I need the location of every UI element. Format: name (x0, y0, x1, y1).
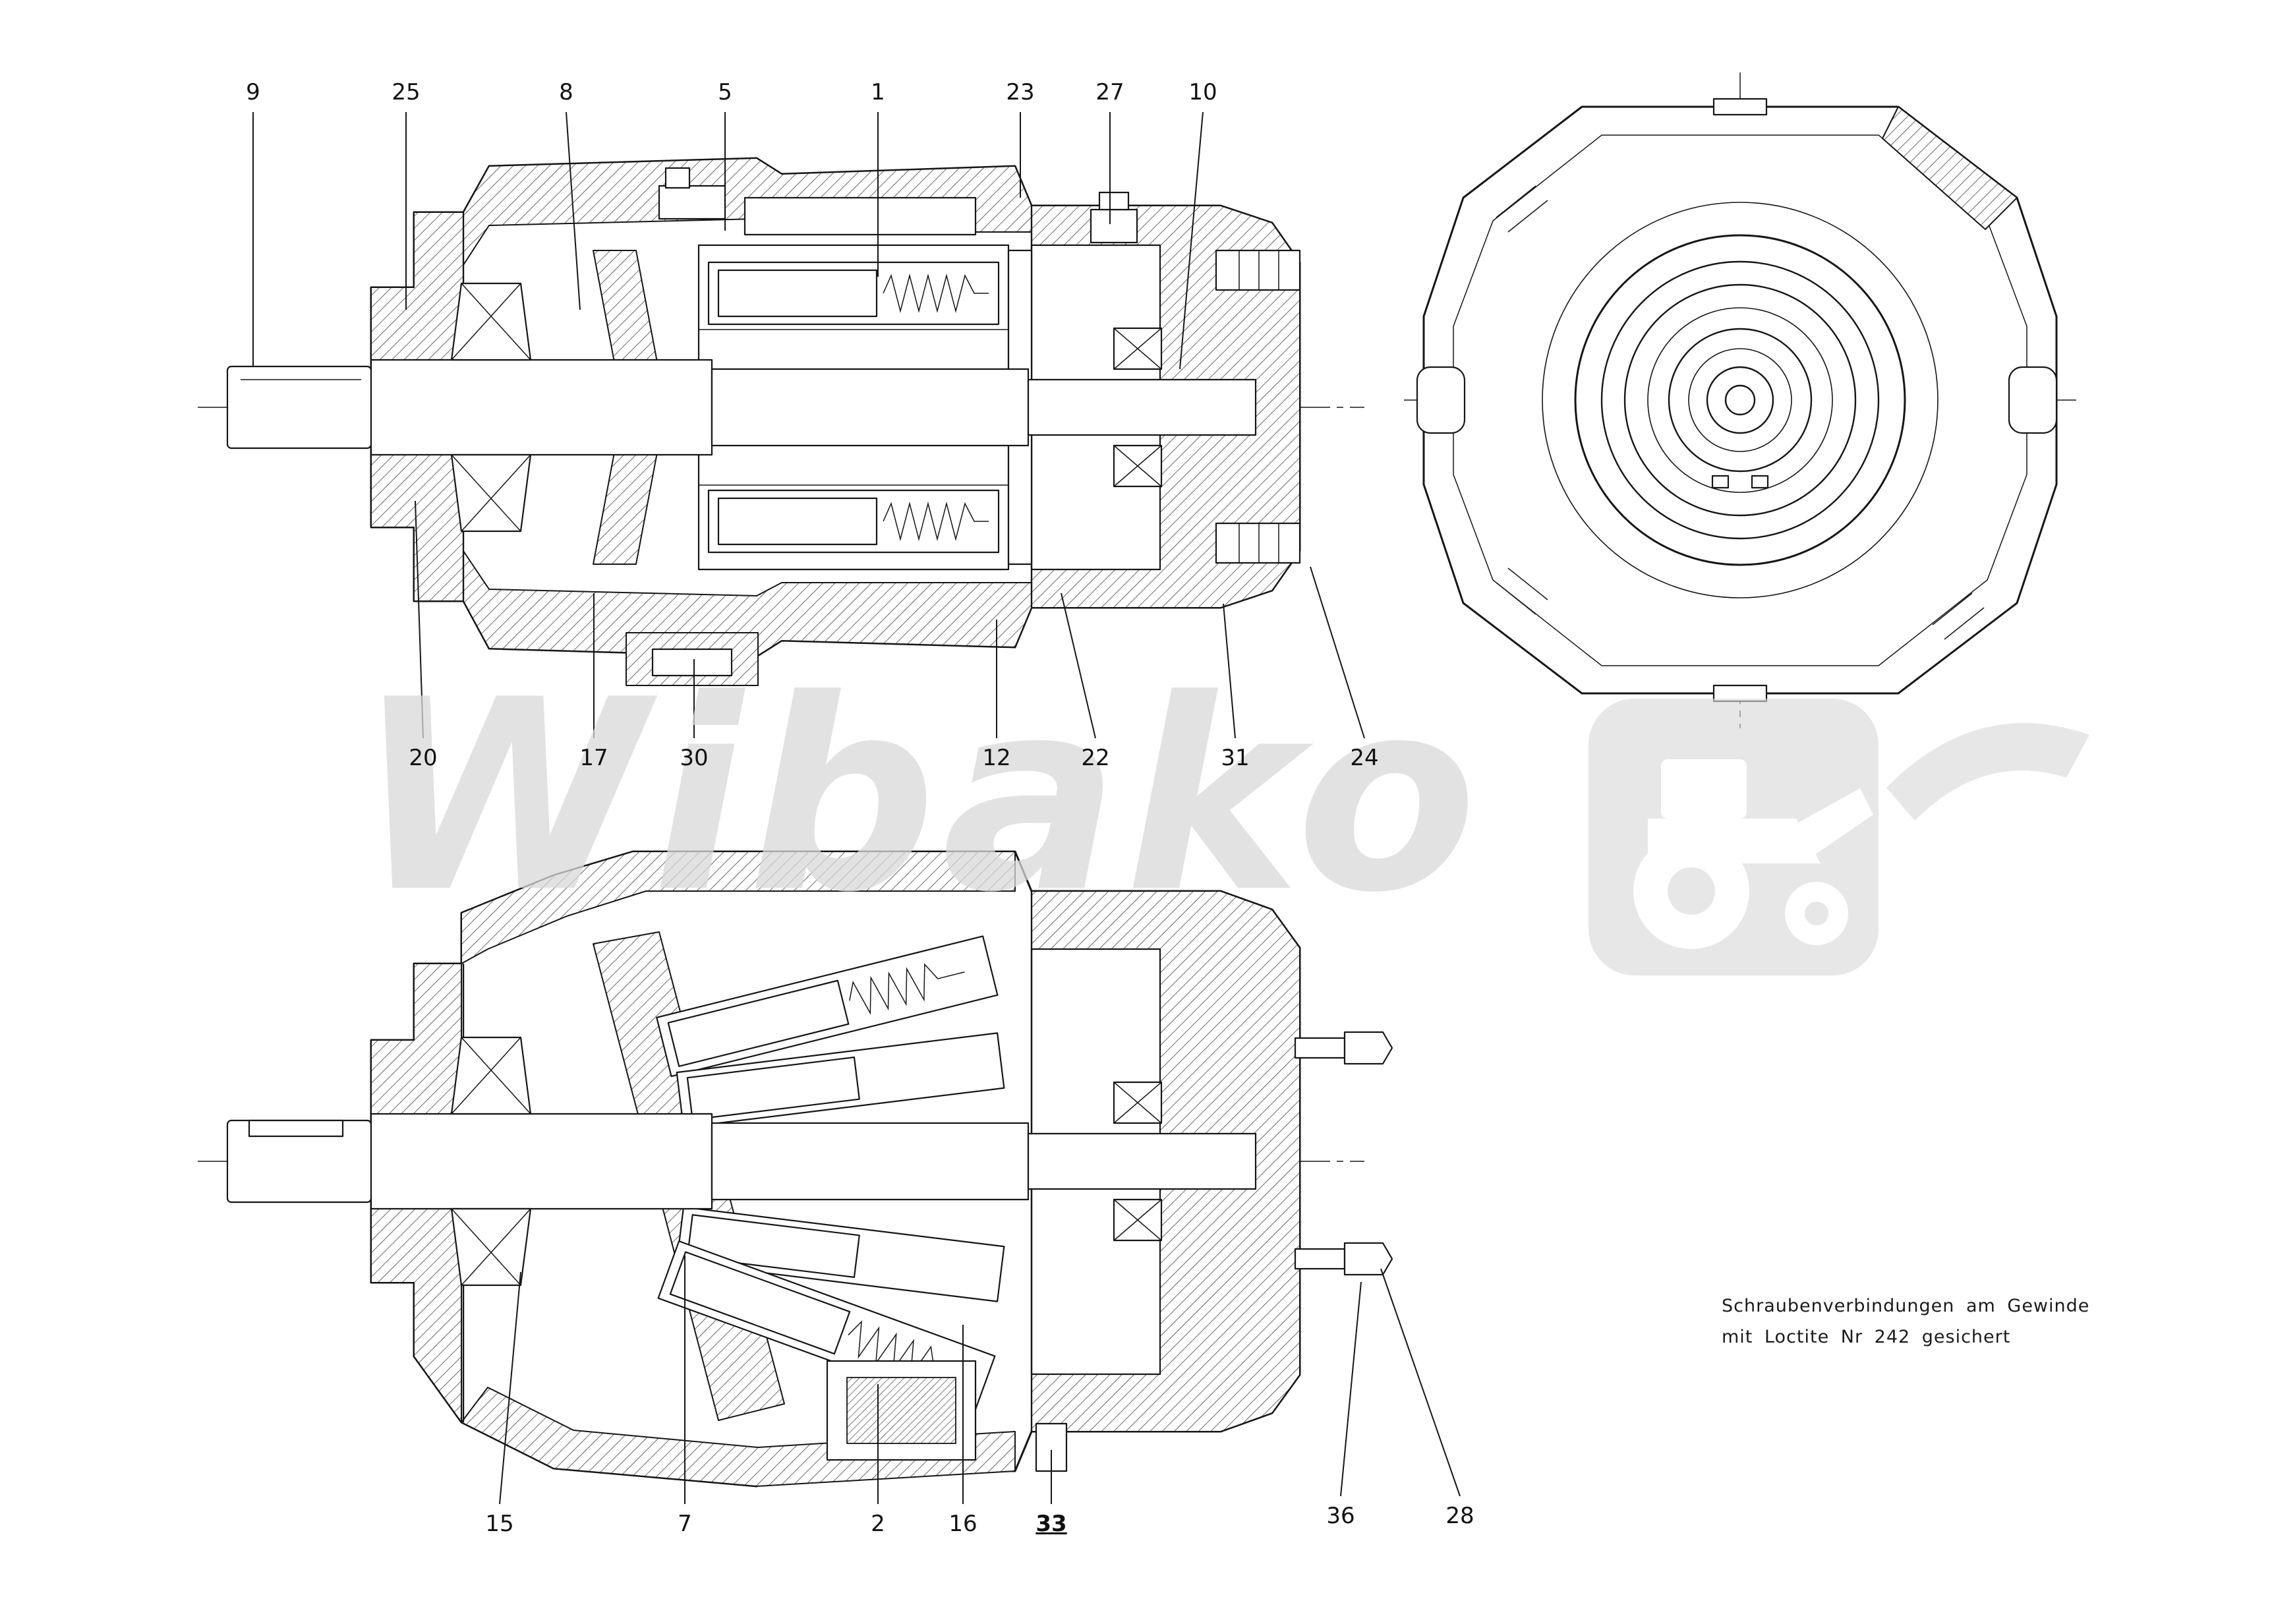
leader-lines (252, 111, 1461, 1505)
piston-spring-top (883, 274, 989, 313)
assembly-note-line1: Schraubenverbindungen am Gewinde (1722, 1296, 2090, 1316)
taper-bearing-bottom-b (450, 1207, 532, 1287)
drive-shaft-mid-bottom (370, 1113, 713, 1210)
leader-line-22 (1061, 593, 1096, 739)
roller-bearing-right-top-b (1113, 1081, 1163, 1124)
bottom-wall-section (463, 550, 1032, 657)
top-bolt-head (664, 167, 691, 189)
corner-rib-lines (1496, 185, 1985, 640)
leader-line-15 (499, 1271, 521, 1505)
port-threads (1239, 250, 1279, 563)
shaft-bore-circles (1542, 202, 1939, 598)
leader-line-10 (1179, 111, 1204, 370)
top-tab (1712, 98, 1768, 116)
port-top (1215, 249, 1301, 291)
roller-bearing-right-bottom-b (1113, 1198, 1163, 1242)
port-bottom (1215, 522, 1301, 564)
top-cover-plate (743, 196, 977, 236)
leader-line-24 (1310, 566, 1365, 739)
drive-shaft-tail-bottom (1027, 1132, 1257, 1190)
assembly-note-line2: mit Loctite Nr 242 gesichert (1722, 1327, 2011, 1348)
mount-notch-right (2008, 366, 2058, 434)
drive-shaft-end (226, 365, 372, 450)
taper-bearing-bottom (450, 453, 532, 533)
taper-bearing-top-b (450, 1036, 532, 1115)
drive-shaft-spline-bottom (711, 1122, 1030, 1201)
valve-slot-bottom (1711, 475, 1730, 489)
section-view-top (198, 157, 1364, 686)
leader-line-8 (566, 111, 581, 310)
bottom-wall-section-bottom (461, 1387, 1016, 1487)
piston-spring-bottom (883, 502, 989, 541)
roller-bearing-right-bottom (1113, 444, 1163, 488)
end-view (1404, 72, 2076, 728)
leader-line-20 (415, 500, 424, 739)
cap-bolt-top (1294, 1031, 1393, 1065)
valve-slot-bottom2 (1751, 475, 1769, 489)
piston-top (717, 269, 878, 318)
bottom-tab (1712, 684, 1768, 703)
leader-line-36 (1340, 1281, 1362, 1497)
drive-shaft-mid (370, 359, 713, 456)
bottom-plug (651, 648, 733, 677)
corner-section-hatch (1882, 106, 2018, 230)
drive-shaft-spline (711, 368, 1030, 447)
section-view-bottom (198, 850, 1393, 1488)
plug-bolt (1090, 191, 1138, 244)
top-fitting (658, 185, 726, 220)
roller-bearing-right-top (1113, 327, 1163, 370)
drive-shaft-tail (1027, 378, 1257, 436)
leader-line-28 (1380, 1268, 1461, 1497)
control-piston-assembly (826, 1360, 1068, 1472)
piston-row-1 (656, 935, 999, 1078)
mount-notch-left (1416, 366, 1466, 434)
shaft-keyway-slot (248, 1119, 344, 1138)
taper-bearing-top (450, 282, 532, 361)
assembly-note: Schraubenverbindungen am Gewinde mit Loc… (1722, 1290, 2183, 1353)
leader-line-31 (1223, 603, 1236, 739)
piston-bottom (717, 497, 878, 546)
top-wall-section-bottom (461, 851, 1016, 964)
piston-row-2 (676, 1032, 1005, 1128)
cap-bolt-bottom (1294, 1242, 1393, 1276)
